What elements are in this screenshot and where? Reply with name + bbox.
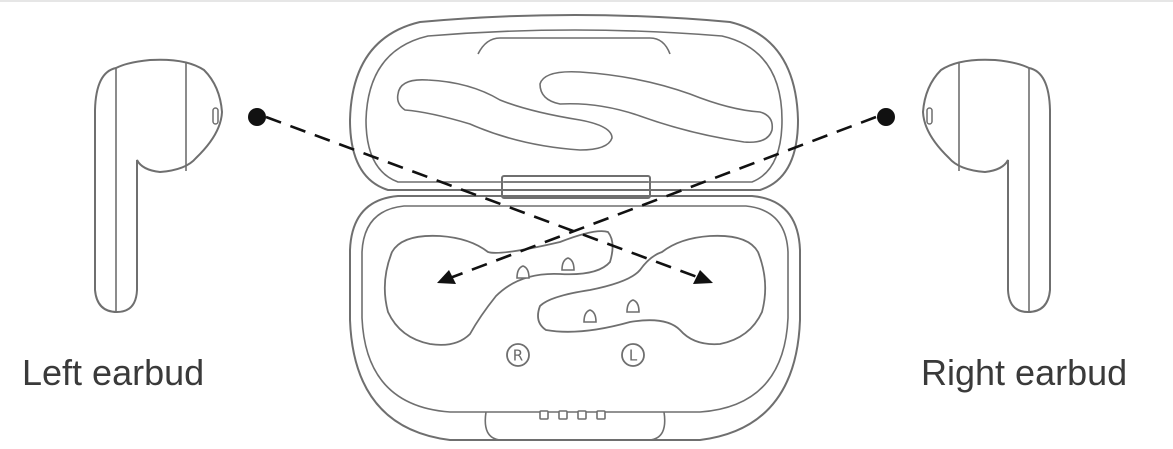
lid-recess-right bbox=[539, 70, 774, 144]
left-earbud-sensor bbox=[212, 107, 219, 125]
right-earbud-origin-dot bbox=[877, 108, 895, 126]
lid-top-notch bbox=[477, 37, 671, 55]
right-guide-arrowhead bbox=[437, 270, 456, 284]
right-earbud-sensor bbox=[926, 107, 933, 125]
case-base-inner bbox=[361, 205, 789, 413]
indicator-leds bbox=[539, 410, 606, 420]
left-earbud-origin-dot bbox=[248, 108, 266, 126]
left-earbud-guide bbox=[265, 115, 709, 283]
left-earbud-label: Left earbud bbox=[22, 352, 205, 393]
right-earbud-label: Right earbud bbox=[921, 352, 1128, 393]
left-earbud-slot bbox=[383, 230, 614, 346]
charging-case bbox=[348, 14, 801, 441]
case-base-lip bbox=[484, 411, 666, 441]
led bbox=[539, 410, 549, 420]
svg-text:R: R bbox=[513, 347, 523, 365]
slot-marking-l: L bbox=[621, 343, 645, 367]
led bbox=[596, 410, 606, 420]
svg-text:L: L bbox=[629, 347, 638, 365]
led bbox=[558, 410, 568, 420]
case-base-outer bbox=[349, 195, 801, 441]
right-earbud-slot bbox=[537, 234, 767, 346]
slot-marking-r: R bbox=[506, 343, 530, 367]
case-hinge bbox=[501, 175, 651, 199]
lid-recess-left bbox=[396, 78, 613, 151]
case-lid-inner bbox=[365, 29, 783, 183]
left-earbud-illustration bbox=[94, 58, 224, 314]
left-guide-arrowhead bbox=[693, 270, 713, 284]
led bbox=[577, 410, 587, 420]
right-earbud-illustration bbox=[921, 58, 1051, 314]
slot-contacts bbox=[516, 257, 640, 323]
case-lid-outer bbox=[348, 14, 800, 191]
placement-guides bbox=[265, 115, 877, 283]
